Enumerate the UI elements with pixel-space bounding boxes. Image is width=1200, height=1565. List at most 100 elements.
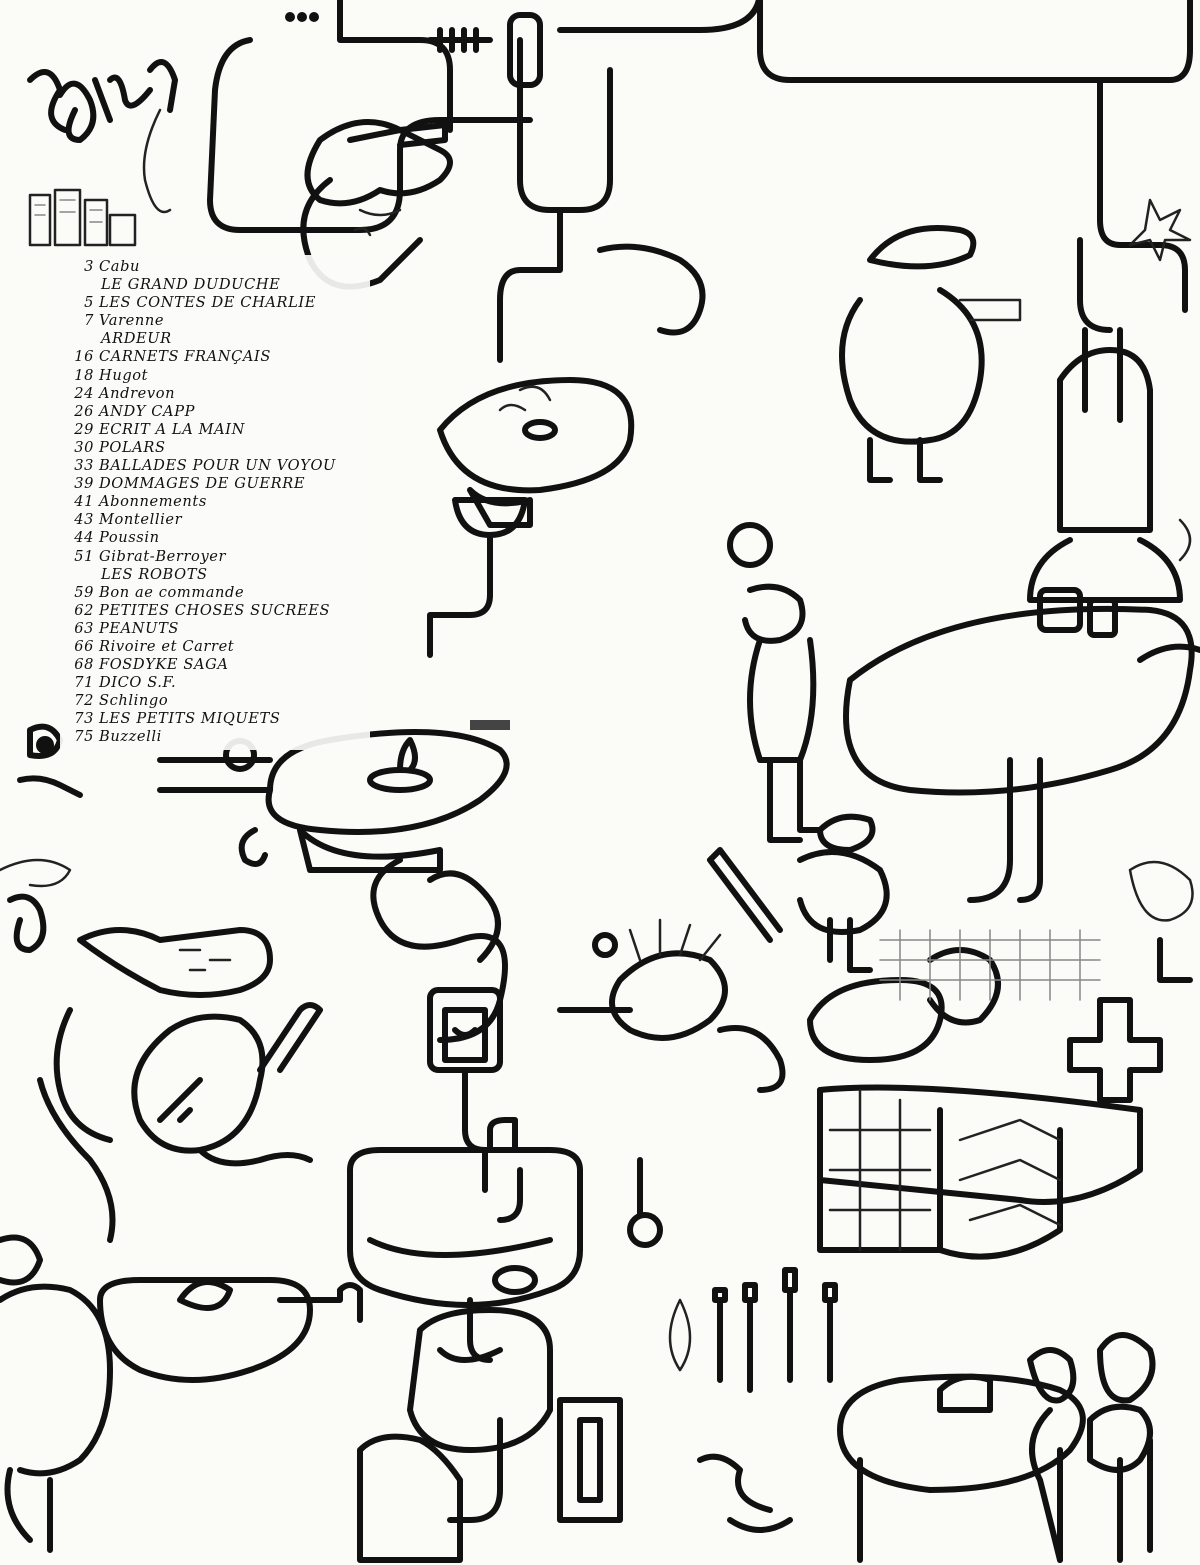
toc-title: Schlingo [99,692,169,710]
creature-drawing [77,927,273,998]
toc-entry[interactable]: 33 BALLADES POUR UN VOYOU [58,457,378,475]
toc-page-number: 63 [74,619,94,637]
toc-entry[interactable]: 68 FOSDYKE SAGA [58,656,378,674]
toc-entry[interactable]: ARDEUR [58,330,378,348]
toc-page-number: 62 [74,601,94,619]
toc-title: POLARS [99,438,166,456]
toc-title: FOSDYKE SAGA [99,656,229,674]
toc-title: Montellier [99,511,183,529]
toc-page-number: 66 [74,637,94,655]
toc-page-number: 7 [84,312,94,330]
toc-entry[interactable]: 44 Poussin [58,529,378,547]
toc-page-number: 33 [74,457,94,475]
toc-title: Poussin [99,529,160,547]
sink-drawing [347,1147,583,1308]
toc-entry[interactable]: 72 Schlingo [58,692,378,710]
toc-entry[interactable]: 30 POLARS [58,439,378,457]
toc-page-number: 24 [74,384,94,402]
toc-entry[interactable]: 7 Varenne [58,312,378,330]
toc-entry[interactable]: 26 ANDY CAPP [58,403,378,421]
toc-page-number: 75 [74,728,94,746]
sink-drawing [837,1373,1086,1493]
toc-page-number: 41 [74,493,94,511]
toc-page-number: 59 [74,583,94,601]
toc-entry[interactable]: 71 DICO S.F. [58,674,378,692]
toc-page-number: 29 [74,420,94,438]
figure-drawing [742,583,806,644]
toc-title: ECRIT A LA MAIN [99,420,246,438]
pipe-network [207,37,533,233]
toc-entry[interactable]: LES ROBOTS [58,566,378,584]
creature-drawing [609,950,728,1041]
toc-entry[interactable]: 75 Buzzelli [58,728,378,746]
toc-entry[interactable]: 39 DOMMAGES DE GUERRE [58,475,378,493]
toc-entry[interactable]: 63 PEANUTS [58,620,378,638]
toc-title: BALLADES POUR UN VOYOU [99,457,336,475]
toc-title: ANDY CAPP [99,402,196,420]
toc-page-number: 39 [74,475,94,493]
toc-page-number: 18 [74,366,94,384]
figure-drawing [1027,1347,1077,1404]
toc-page-number: 73 [74,710,94,728]
toc-title: LES CONTES DE CHARLIE [99,294,317,312]
toc-entry[interactable]: 62 PETITES CHOSES SUCREES [58,602,378,620]
toc-title: LE GRAND DUDUCHE [101,276,281,294]
toc-entry[interactable]: 43 Montellier [58,511,378,529]
toc-title: Abonnements [99,493,207,511]
toc-title: PETITES CHOSES SUCREES [99,601,331,619]
creature-drawing [0,1283,113,1477]
toc-title: Bon ae commande [99,583,245,601]
toc-page-number: 71 [74,674,94,692]
toc-page-number: 16 [74,348,94,366]
sink-drawing [807,977,945,1063]
toc-entry[interactable]: LE GRAND DUDUCHE [58,276,378,294]
sink-drawing [407,1307,553,1453]
sink-drawing [97,1277,313,1383]
toc-entry[interactable]: 16 CARNETS FRANÇAIS [58,348,378,366]
skyline-sketch [28,188,137,247]
figure-drawing [867,225,977,270]
toc-page-number: 5 [84,294,94,312]
toc-entry[interactable]: 29 ECRIT A LA MAIN [58,421,378,439]
toc-entry[interactable]: 24 Andrevon [58,385,378,403]
toc-title: CARNETS FRANÇAIS [99,348,271,366]
toc-entry[interactable]: 18 Hugot [58,367,378,385]
pipe-network [370,857,508,1043]
toc-title: Varenne [99,312,165,330]
table-of-contents: 3 Cabu LE GRAND DUDUCHE 5 LES CONTES DE CH… [58,258,378,747]
contents-panel [60,255,370,750]
toc-entry[interactable]: 73 LES PETITS MIQUETS [58,710,378,728]
toc-title: LES ROBOTS [101,565,208,583]
toc-title: DICO S.F. [99,674,177,692]
toc-entry[interactable]: 59 Bon ae commande [58,584,378,602]
toc-page-number: 30 [74,438,94,456]
toc-page-number: 3 [84,258,94,275]
creature-drawing [817,813,876,853]
toc-title: Rivoire et Carret [99,637,235,655]
toc-title: Buzzelli [99,728,162,746]
sink-drawing [1057,347,1153,533]
toc-page-number: 43 [74,511,94,529]
toc-page-number: 72 [74,692,94,710]
toc-entry[interactable]: 5 LES CONTES DE CHARLIE [58,294,378,312]
toc-entry[interactable]: 66 Rivoire et Carret [58,638,378,656]
toc-title: LES PETITS MIQUETS [99,710,281,728]
toc-title: Cabu [99,258,141,275]
toc-page-number: 44 [74,529,94,547]
toc-title: PEANUTS [99,619,180,637]
toc-title: Hugot [99,366,149,384]
toc-title: Gibrat-Berroyer [99,547,227,565]
sink-drawing [427,377,635,658]
tools-row [668,1267,838,1393]
toc-entry[interactable]: 3 Cabu [58,258,378,276]
toc-entry[interactable]: 41 Abonnements [58,493,378,511]
toc-title: ARDEUR [101,330,172,348]
toc-title: DOMMAGES DE GUERRE [99,475,306,493]
toc-page-number: 68 [74,656,94,674]
signature-scribble [27,59,178,143]
toc-title: Andrevon [99,384,176,402]
toc-page-number: 26 [74,402,94,420]
